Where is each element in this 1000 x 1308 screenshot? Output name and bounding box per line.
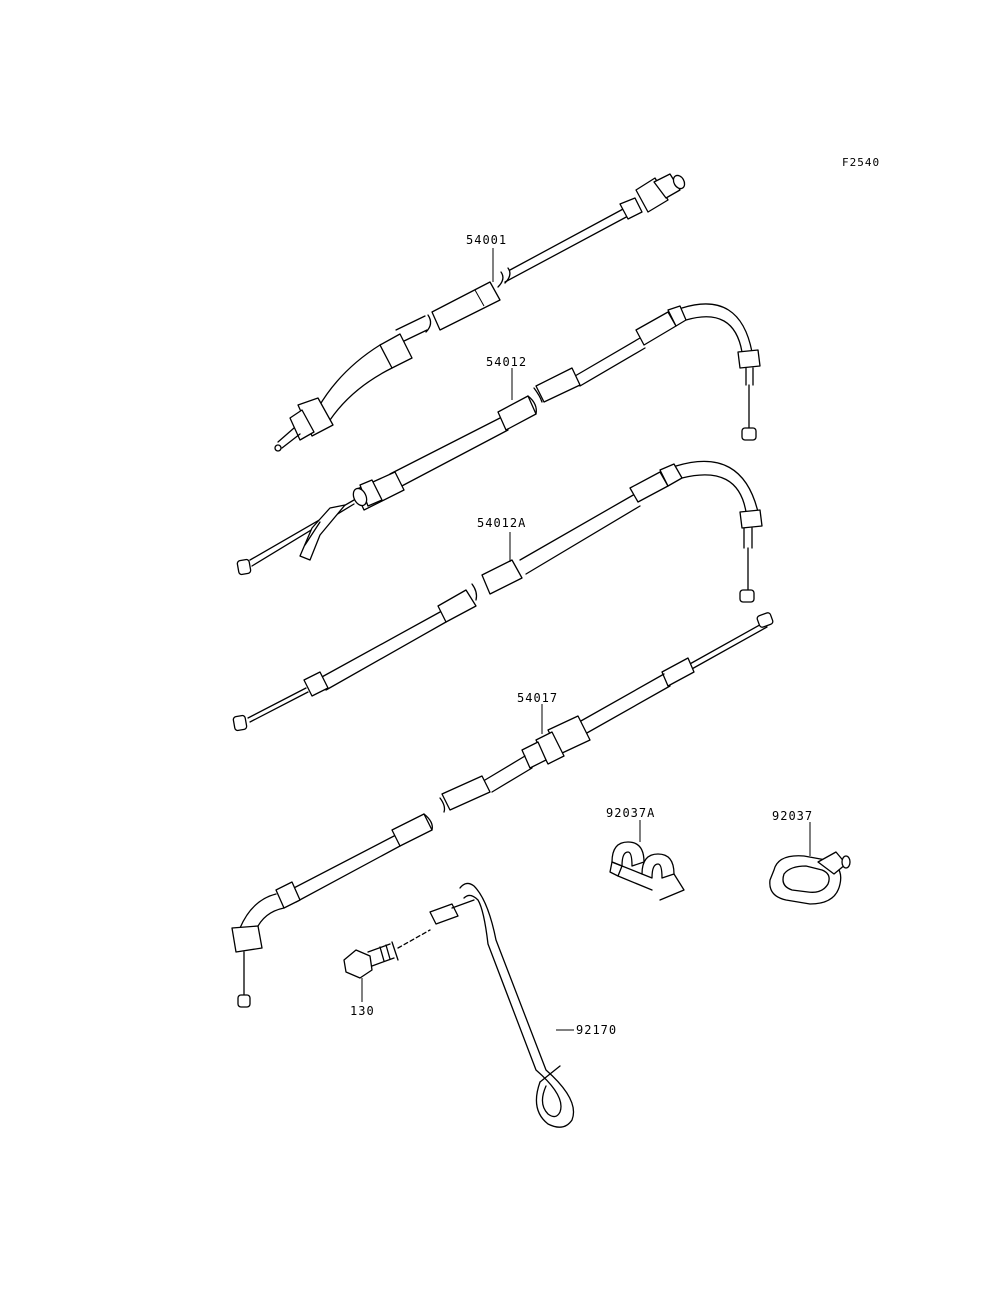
callout-92037[interactable]: 92037	[772, 809, 813, 823]
throttle-cable-a-part[interactable]	[236, 303, 761, 576]
callout-92037A[interactable]: 92037A	[606, 806, 655, 820]
callout-130[interactable]: 130	[350, 1004, 375, 1018]
wire-guide-part[interactable]	[429, 882, 575, 1128]
figure-code: F2540	[842, 156, 880, 169]
callout-54001[interactable]: 54001	[466, 233, 507, 247]
callout-54012A[interactable]: 54012A	[477, 516, 526, 530]
callout-54017[interactable]: 54017	[517, 691, 558, 705]
callout-92170[interactable]: 92170	[576, 1023, 617, 1037]
callout-54012[interactable]: 54012	[486, 355, 527, 369]
bolt-part[interactable]	[343, 929, 431, 1002]
single-clamp-part[interactable]	[769, 822, 851, 905]
double-clamp-part[interactable]	[609, 820, 685, 901]
clutch-cable-part[interactable]	[231, 612, 774, 1008]
throttle-cable-b-part[interactable]	[232, 460, 763, 732]
speedometer-cable-part[interactable]	[274, 173, 687, 452]
